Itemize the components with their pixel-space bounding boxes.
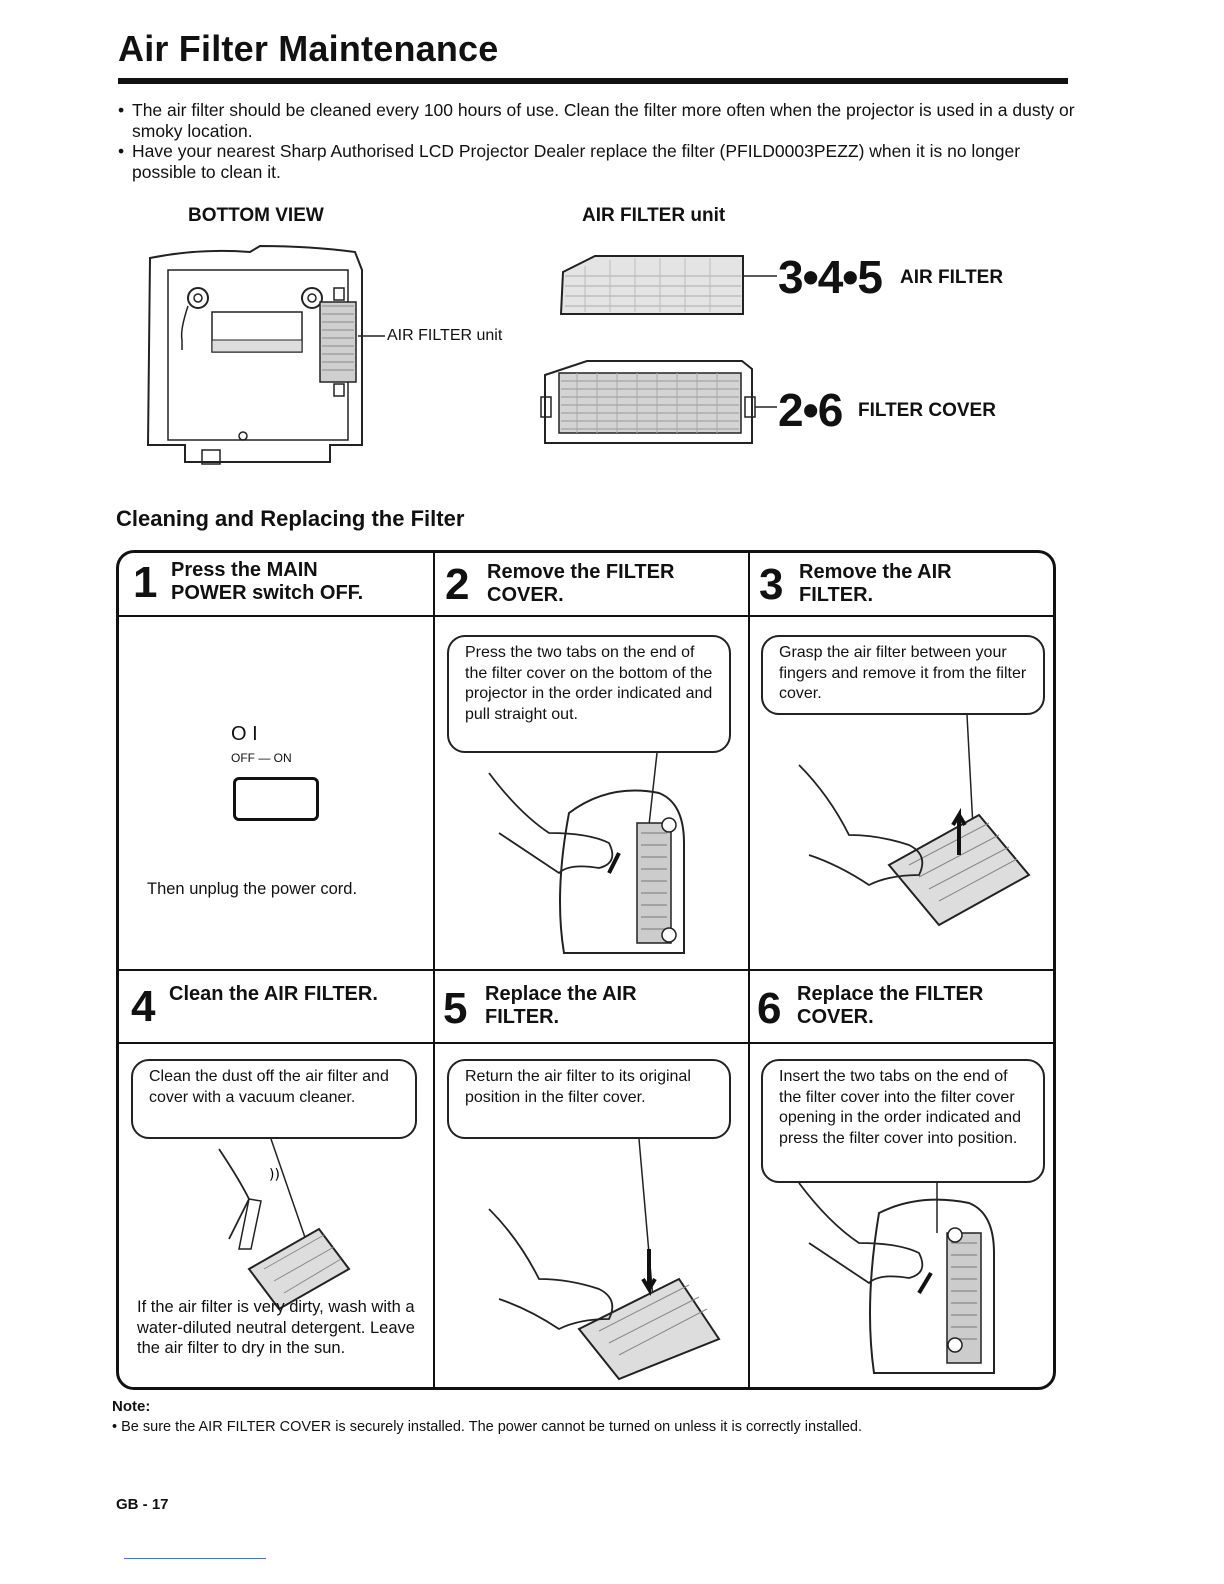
filter-cover-illustration [540,360,777,444]
note-body: Be sure the AIR FILTER COVER is securely… [121,1419,863,1435]
projector-bottom-view-illustration [146,244,385,465]
remove-filter-illustration [798,714,1031,927]
step-title-line: COVER. [797,1006,874,1028]
power-switch-symbols: O I [231,723,258,745]
step-title-line: Replace the FILTER [797,983,984,1005]
vacuum-cleaning-illustration: )) [218,1138,351,1311]
instruction-bubble: Press the two tabs on the end of the fil… [447,635,731,753]
step-number: 2 [445,560,470,609]
air-filter-step-numbers: 3•4•5 [778,251,883,303]
step-number: 4 [131,982,156,1031]
replace-cover-illustration [798,1182,995,1374]
step-title-line: FILTER. [485,1006,560,1028]
note-label: Note: [112,1398,151,1415]
bottom-view-label: BOTTOM VIEW [188,205,324,226]
note-text: • Be sure the AIR FILTER COVER is secure… [112,1419,862,1435]
replace-filter-illustration [488,1138,721,1381]
step-title: Remove the FILTER COVER. [487,561,737,607]
step-title: Remove the AIR FILTER. [799,561,1049,607]
step-title: Press the MAIN POWER switch OFF. [171,559,421,605]
bullet-item: The air filter should be cleaned every 1… [118,100,1078,141]
grid-divider [119,969,1053,971]
step-title-line: POWER switch OFF. [171,582,364,604]
step-number: 3 [759,560,784,609]
step-number: 1 [133,558,158,607]
air-filter-unit-heading: AIR FILTER unit [582,205,726,226]
step-title-line: Remove the AIR [799,561,952,583]
bullet-item: Have your nearest Sharp Authorised LCD P… [118,141,1078,182]
page-number: GB - 17 [116,1496,169,1513]
step-text: Then unplug the power cord. [147,880,358,898]
step-title: Replace the FILTER COVER. [797,983,1047,1029]
section-title: Cleaning and Replacing the Filter [116,506,465,531]
step-title-line: Replace the AIR [485,983,637,1005]
remove-cover-illustration [488,752,685,954]
grid-divider [119,1042,1053,1044]
step-number: 6 [757,984,782,1033]
step-title-line: Remove the FILTER [487,561,675,583]
svg-text:)): )) [269,1167,280,1183]
filter-cover-label: FILTER COVER [858,400,996,421]
air-filter-illustration [559,255,777,315]
bottom-rule [124,1558,266,1559]
page-title: Air Filter Maintenance [118,28,499,69]
step-number: 5 [443,984,468,1033]
power-switch-labels: OFF — ON [231,751,292,765]
step-title: Clean the AIR FILTER. [169,983,419,1006]
step-title-line: Press the MAIN [171,559,318,581]
instruction-bubble: Insert the two tabs on the end of the fi… [761,1059,1045,1183]
step-text: If the air filter is very dirty, wash wi… [137,1298,415,1357]
bullet-mark: • [112,1419,122,1435]
intro-bullets: The air filter should be cleaned every 1… [118,100,1078,182]
step-title-line: Clean the AIR FILTER. [169,983,378,1005]
filter-cover-step-numbers: 2•6 [778,384,843,436]
steps-grid: 1 Press the MAIN POWER switch OFF. O I O… [116,550,1056,1390]
instruction-bubble: Grasp the air filter between your finger… [761,635,1045,715]
instruction-bubble: Clean the dust off the air filter and co… [131,1059,417,1139]
air-filter-label: AIR FILTER [900,267,1004,288]
grid-divider [119,615,1053,617]
title-rule [118,78,1068,84]
air-filter-unit-callout: AIR FILTER unit [387,327,503,344]
instruction-bubble: Return the air filter to its original po… [447,1059,731,1139]
step-title-line: FILTER. [799,584,874,606]
step-title-line: COVER. [487,584,564,606]
power-switch-icon [233,777,319,821]
step-title: Replace the AIR FILTER. [485,983,735,1029]
